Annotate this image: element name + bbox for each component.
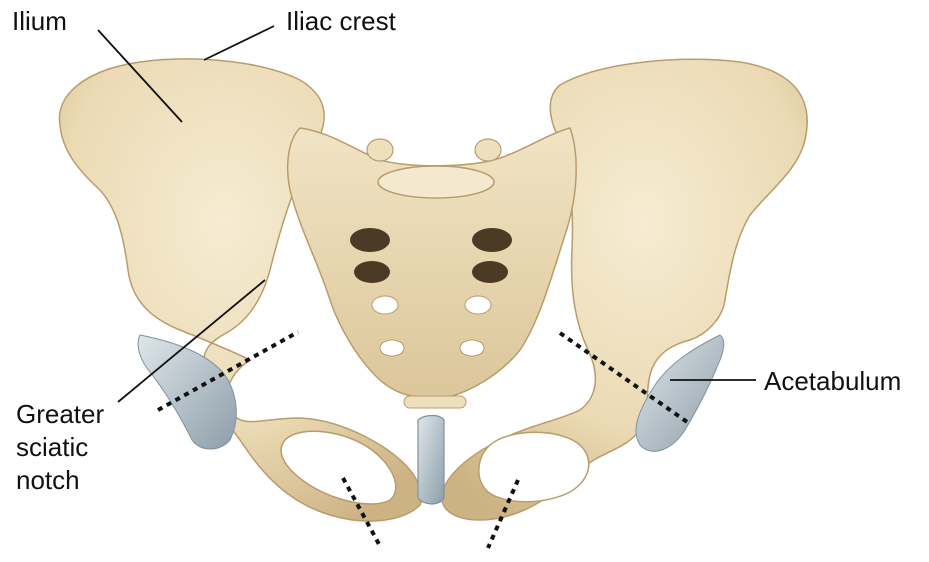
iliac-crest-label: Iliac crest	[286, 6, 396, 37]
iliac-crest-leader	[204, 26, 274, 60]
greater-sciatic-notch-line-2: sciatic	[16, 431, 104, 464]
ilium-label: Ilium	[12, 6, 67, 37]
greater-sciatic-notch-label: Greater sciatic notch	[16, 398, 104, 497]
coccyx	[404, 396, 466, 408]
greater-sciatic-notch-line-3: notch	[16, 464, 104, 497]
sacrum	[288, 128, 576, 408]
pubic-symphysis	[418, 416, 444, 505]
acetabulum-label: Acetabulum	[764, 366, 901, 397]
sacral-promontory	[378, 166, 494, 198]
greater-sciatic-notch-line-1: Greater	[16, 398, 104, 431]
